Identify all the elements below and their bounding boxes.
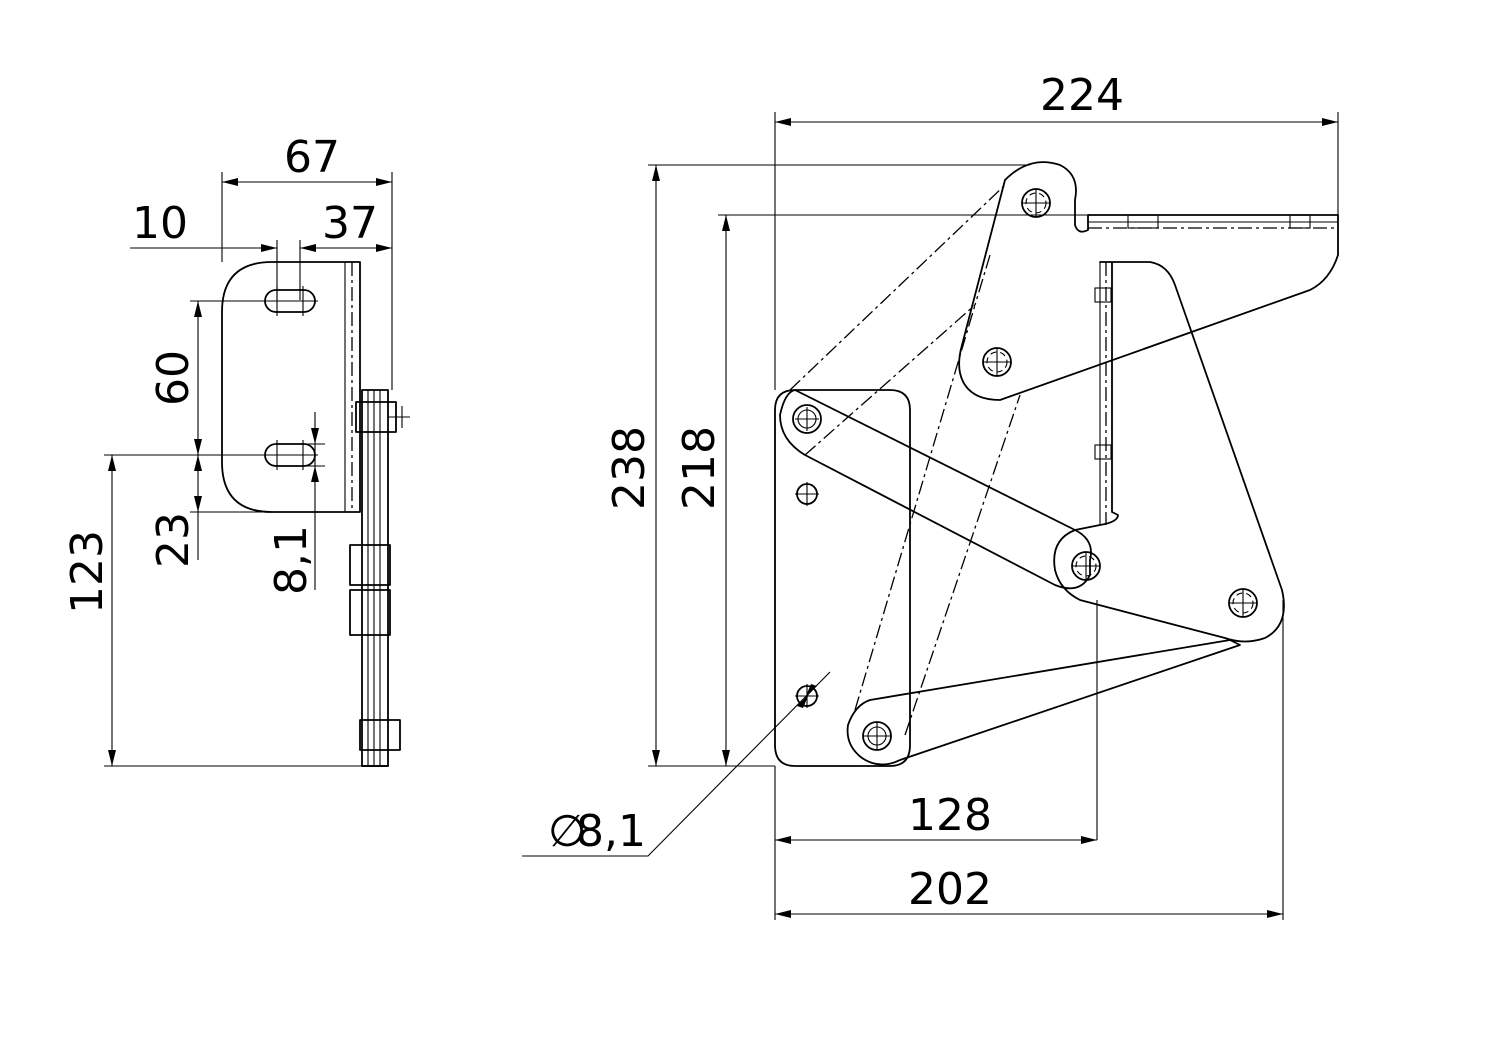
pivot-upper-left [792,404,822,434]
dim-side-right-part: 37 [322,198,378,249]
dim-side-slot-width: 8,1 [266,525,317,595]
dim-front-base-width: 128 [908,790,992,841]
dim-hole-diameter: 8,1 [576,806,646,857]
lower-link-arm [846,639,1241,766]
dim-side-slot-offset: 10 [132,198,188,249]
dim-side-bottom-offset: 23 [148,512,199,568]
dim-hole-diameter-symbol: ∅ [548,806,586,857]
side-mechanism-stack [361,389,389,767]
dim-front-overall-width: 202 [908,864,992,915]
side-pivot-mid [349,544,391,586]
side-view: 67 10 37 60 23 8,1 [62,132,410,767]
front-view: 224 238 218 128 202 ∅ 8,1 [522,70,1339,920]
dim-side-width: 67 [284,132,340,183]
upper-link-arm [779,389,1092,590]
side-pivot-lower [349,589,391,636]
dim-front-total-width: 224 [1040,70,1124,121]
top-bracket [958,161,1339,401]
side-pivot-bottom [359,719,401,751]
dim-front-inner-height: 218 [674,426,725,510]
side-plate-outline [221,261,361,513]
vertical-channel [1053,261,1285,643]
hole-diameter-leader [522,671,831,857]
dim-side-slot-spacing: 60 [148,350,199,406]
dim-front-total-height: 238 [604,426,655,510]
dim-side-height: 123 [62,530,113,614]
front-base-plate [774,389,911,767]
